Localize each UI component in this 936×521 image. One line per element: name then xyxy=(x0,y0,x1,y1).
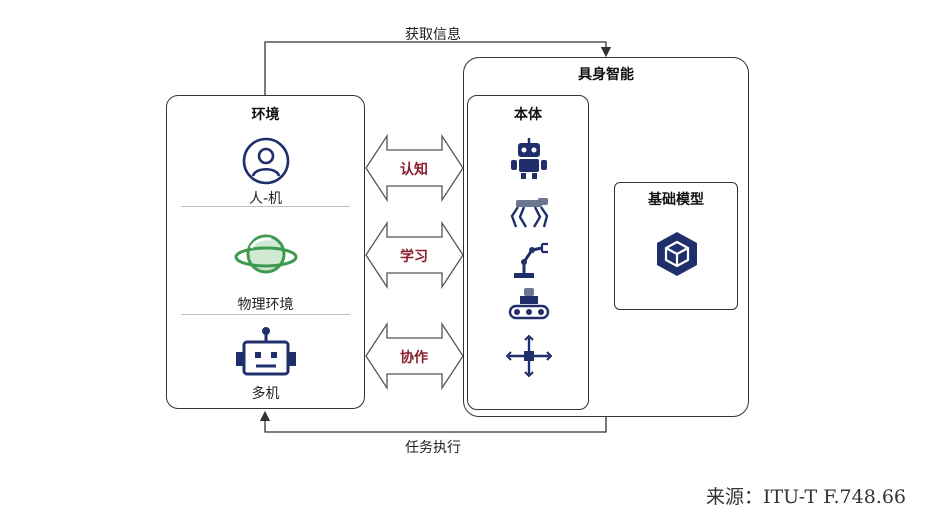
foundation-model-title: 基础模型 xyxy=(648,192,704,208)
foundation-model-box: 基础模型 xyxy=(614,182,738,310)
environment-box: 环境 人-机 物理环境 多机 xyxy=(166,95,365,409)
quadruped-robot-icon xyxy=(510,198,549,228)
interaction-label-learning: 学习 xyxy=(400,249,428,265)
tracked-robot-icon xyxy=(508,288,550,320)
env-item-label-physical: 物理环境 xyxy=(237,297,294,313)
person-icon xyxy=(242,137,290,185)
env-item-label-human-machine: 人-机 xyxy=(248,191,283,207)
env-divider-2 xyxy=(181,314,350,315)
source-caption: 来源：ITU-T F.748.66 xyxy=(705,486,906,508)
get-info-connector xyxy=(264,41,612,95)
interaction-label-cognition: 认知 xyxy=(400,162,428,178)
planet-icon xyxy=(234,234,298,274)
robotic-arm-icon xyxy=(514,242,548,278)
task-exec-label: 任务执行 xyxy=(405,440,461,456)
get-info-label: 获取信息 xyxy=(405,27,461,43)
body-title: 本体 xyxy=(514,107,542,123)
drone-icon xyxy=(505,334,553,378)
interaction-label-collaboration: 协作 xyxy=(400,350,428,366)
environment-title: 环境 xyxy=(251,107,280,123)
env-item-label-multi: 多机 xyxy=(251,386,280,402)
body-box: 本体 xyxy=(467,95,589,410)
task-exec-connector xyxy=(259,410,607,433)
embodied-title: 具身智能 xyxy=(578,67,634,83)
cube-icon xyxy=(657,232,697,276)
humanoid-robot-icon xyxy=(511,138,547,179)
robot-face-icon xyxy=(236,327,296,376)
env-divider-1 xyxy=(181,206,350,207)
